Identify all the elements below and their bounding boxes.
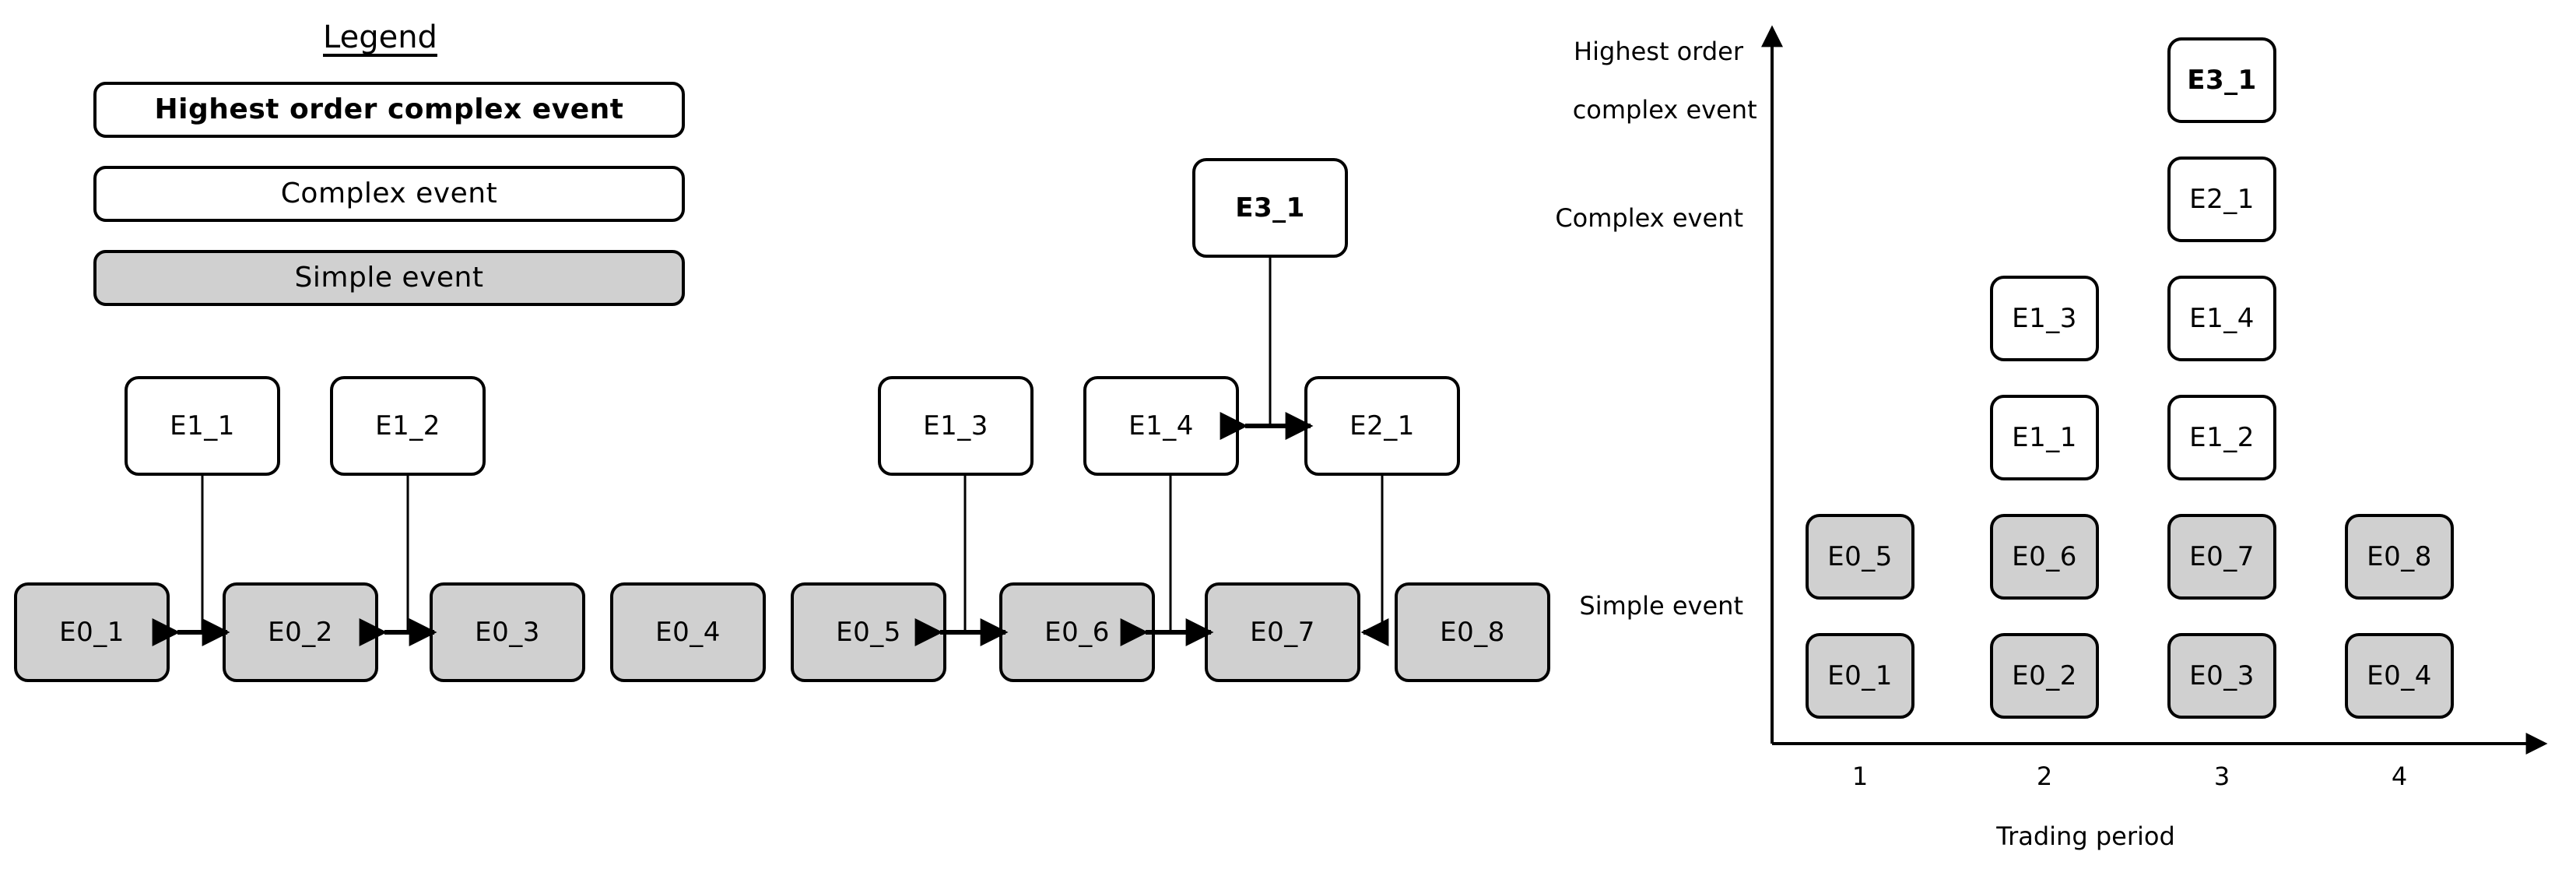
tree-node-e1-1: E1_1 — [125, 376, 280, 476]
chart-node-e0-4: E0_4 — [2345, 633, 2454, 719]
y-axis-label-highest-order: Highest order complex event — [1541, 8, 1757, 155]
node-label: E1_4 — [1128, 410, 1194, 442]
x-tick-1: 1 — [1851, 762, 1869, 791]
node-label: E3_1 — [2187, 65, 2257, 96]
chart-node-e0-8: E0_8 — [2345, 514, 2454, 600]
node-label: E2_1 — [1349, 410, 1415, 442]
chart-node-e1-1: E1_1 — [1990, 395, 2099, 480]
y-axis-label-highest-line1: Highest order — [1574, 36, 1743, 66]
legend-item-complex-event: Complex event — [93, 166, 685, 222]
legend-title: Legend — [323, 19, 437, 55]
chart-node-e1-4: E1_4 — [2167, 276, 2276, 361]
x-tick-2: 2 — [2036, 762, 2053, 791]
chart-node-e0-2: E0_2 — [1990, 633, 2099, 719]
legend-item-label: Highest order complex event — [154, 93, 624, 125]
node-label: E0_7 — [1250, 617, 1315, 648]
tree-node-e0-6: E0_6 — [999, 582, 1155, 682]
node-label: E0_4 — [655, 617, 721, 648]
node-label: E1_3 — [2012, 303, 2077, 334]
tree-node-e0-8: E0_8 — [1395, 582, 1550, 682]
node-label: E1_1 — [2012, 422, 2077, 453]
legend-item-highest-order-complex-event: Highest order complex event — [93, 82, 685, 138]
tree-node-e0-1: E0_1 — [14, 582, 170, 682]
tree-node-e0-3: E0_3 — [430, 582, 585, 682]
node-label: E0_5 — [836, 617, 901, 648]
chart-node-e1-2: E1_2 — [2167, 395, 2276, 480]
node-label: E0_8 — [1440, 617, 1505, 648]
node-label: E0_5 — [1827, 541, 1893, 572]
y-axis-label-complex: Complex event — [1555, 203, 1743, 233]
legend-item-simple-event: Simple event — [93, 250, 685, 306]
x-tick-4: 4 — [2391, 762, 2408, 791]
chart-node-e0-6: E0_6 — [1990, 514, 2099, 600]
connector-e2-1-to-e0-7 — [1370, 476, 1384, 634]
node-label: E3_1 — [1235, 192, 1305, 223]
chart-node-e1-3: E1_3 — [1990, 276, 2099, 361]
node-label: E0_2 — [2012, 660, 2077, 691]
chart-node-e0-1: E0_1 — [1806, 633, 1914, 719]
tree-node-e1-2: E1_2 — [330, 376, 486, 476]
tree-node-e1-4: E1_4 — [1083, 376, 1239, 476]
tree-node-e0-7: E0_7 — [1205, 582, 1360, 682]
y-axis-label-simple: Simple event — [1579, 591, 1743, 621]
chart-node-e0-3: E0_3 — [2167, 633, 2276, 719]
legend-item-label: Simple event — [294, 262, 484, 294]
x-tick-3: 3 — [2213, 762, 2230, 791]
node-label: E0_3 — [475, 617, 540, 648]
chart-node-e0-5: E0_5 — [1806, 514, 1914, 600]
tree-node-e0-4: E0_4 — [610, 582, 766, 682]
node-label: E0_1 — [59, 617, 125, 648]
node-label: E0_3 — [2189, 660, 2255, 691]
node-label: E0_4 — [2367, 660, 2432, 691]
tree-node-e2-1: E2_1 — [1304, 376, 1460, 476]
node-label: E0_2 — [268, 617, 333, 648]
node-label: E1_1 — [170, 410, 235, 442]
node-label: E1_3 — [923, 410, 988, 442]
node-label: E0_6 — [1044, 617, 1110, 648]
legend-item-label: Complex event — [280, 178, 498, 209]
node-label: E0_1 — [1827, 660, 1893, 691]
y-axis-label-highest-line2: complex event — [1572, 95, 1757, 125]
node-label: E0_7 — [2189, 541, 2255, 572]
tree-node-e0-2: E0_2 — [223, 582, 378, 682]
x-axis-title: Trading period — [1996, 821, 2175, 851]
tree-node-e3-1: E3_1 — [1192, 158, 1348, 258]
chart-node-e2-1: E2_1 — [2167, 157, 2276, 242]
node-label: E0_6 — [2012, 541, 2077, 572]
node-label: E1_4 — [2189, 303, 2255, 334]
tree-node-e1-3: E1_3 — [878, 376, 1034, 476]
chart-node-e3-1: E3_1 — [2167, 37, 2276, 123]
node-label: E0_8 — [2367, 541, 2432, 572]
chart-node-e0-7: E0_7 — [2167, 514, 2276, 600]
node-label: E1_2 — [375, 410, 440, 442]
node-label: E1_2 — [2189, 422, 2255, 453]
node-label: E2_1 — [2189, 184, 2255, 215]
tree-node-e0-5: E0_5 — [791, 582, 946, 682]
